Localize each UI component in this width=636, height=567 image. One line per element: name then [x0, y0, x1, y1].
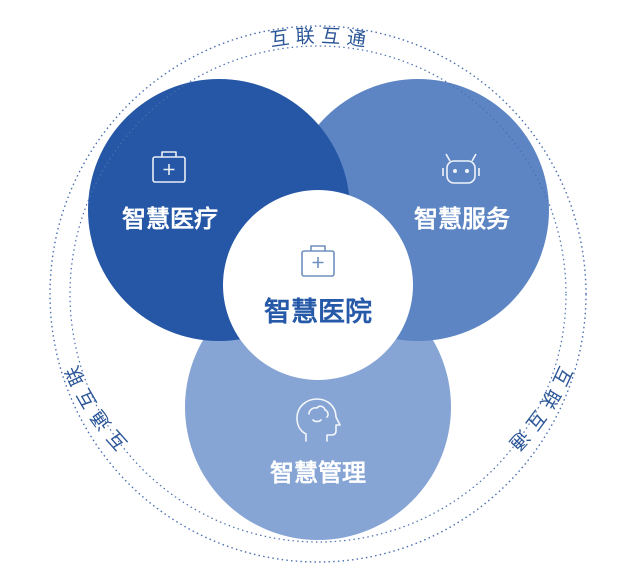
ring-label-top: 互 联 互 通 — [269, 25, 368, 51]
outer-ring — [49, 25, 587, 563]
robot-icon — [442, 153, 480, 184]
medical-kit-icon — [152, 151, 186, 183]
medical-kit-icon — [301, 245, 335, 277]
ring-label-left: 互 通 互 联 — [62, 362, 132, 454]
ring-label-right: 互 联 互 通 — [505, 363, 576, 455]
circle-hospital-label: 智慧医院 — [264, 296, 372, 328]
circle-service-label: 智慧服务 — [414, 205, 511, 233]
circle-medical-label: 智慧医疗 — [122, 205, 218, 233]
brain-head-icon — [296, 398, 341, 442]
circle-hospital — [223, 190, 413, 380]
circle-management-label: 智慧管理 — [270, 459, 366, 487]
inner-ring — [69, 45, 567, 543]
